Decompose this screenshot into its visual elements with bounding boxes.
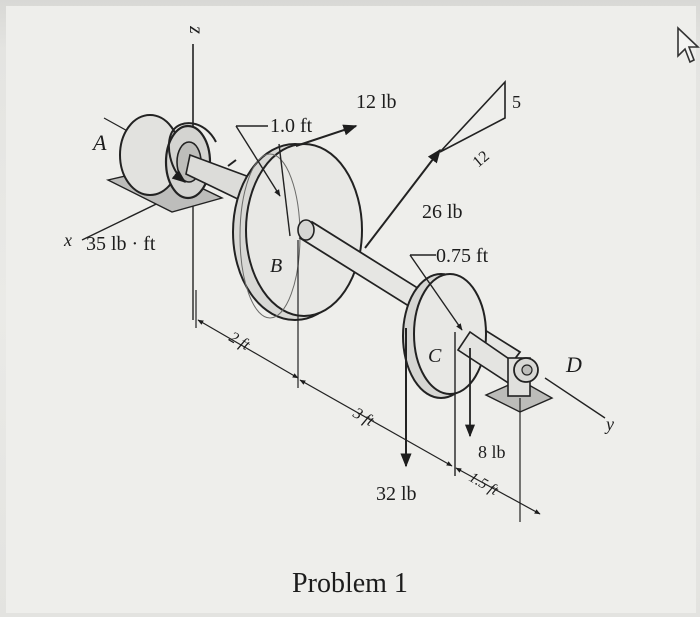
force-32-label: 32 lb — [376, 483, 417, 505]
moment-35-label: 35 lb · ft — [86, 233, 156, 255]
axis-x-label: x — [63, 230, 72, 250]
radius-c-label: 0.75 ft — [436, 245, 489, 267]
point-d-label: D — [565, 352, 582, 377]
problem-caption: Problem 1 — [292, 568, 408, 599]
moment-vector-tick — [227, 159, 237, 167]
point-b-label: B — [270, 255, 282, 277]
dim-3ft-line — [299, 379, 453, 467]
point-a-label: A — [91, 130, 107, 155]
y-axis-line — [544, 377, 606, 419]
moment-arrow — [167, 122, 217, 183]
radius-b-label: 1.0 ft — [270, 115, 313, 137]
force-26-arrow — [364, 148, 441, 249]
dim-2ft-line — [197, 319, 299, 379]
dim-3ft-label: 3 ft — [349, 404, 377, 430]
bearing-d-hole — [521, 364, 533, 376]
dim-15ft-label: 1.5 ft — [466, 470, 501, 500]
force-12-arrow — [295, 124, 358, 147]
shaft-bd-end — [297, 219, 315, 241]
axis-z-label: z — [185, 25, 207, 34]
slope-12-label: 12 — [470, 148, 493, 171]
axis-y-label: y — [604, 414, 614, 434]
radius-b-line — [278, 143, 291, 237]
disk-c-front — [413, 273, 487, 395]
mouse-cursor-icon — [677, 26, 700, 64]
radius-c-line — [409, 254, 463, 331]
force-12-label: 12 lb — [356, 91, 397, 113]
force-8-label: 8 lb — [478, 442, 506, 462]
textbook-page — [6, 6, 696, 613]
slope-triangle — [439, 79, 506, 153]
radius-b-leader-diag — [235, 125, 281, 197]
point-c-label: C — [428, 345, 442, 367]
dim-15ft-line — [455, 467, 541, 515]
dim-2ft-label: 2 ft — [226, 329, 253, 354]
slope-5-label: 5 — [512, 92, 521, 112]
force-26-label: 26 lb — [422, 201, 463, 223]
